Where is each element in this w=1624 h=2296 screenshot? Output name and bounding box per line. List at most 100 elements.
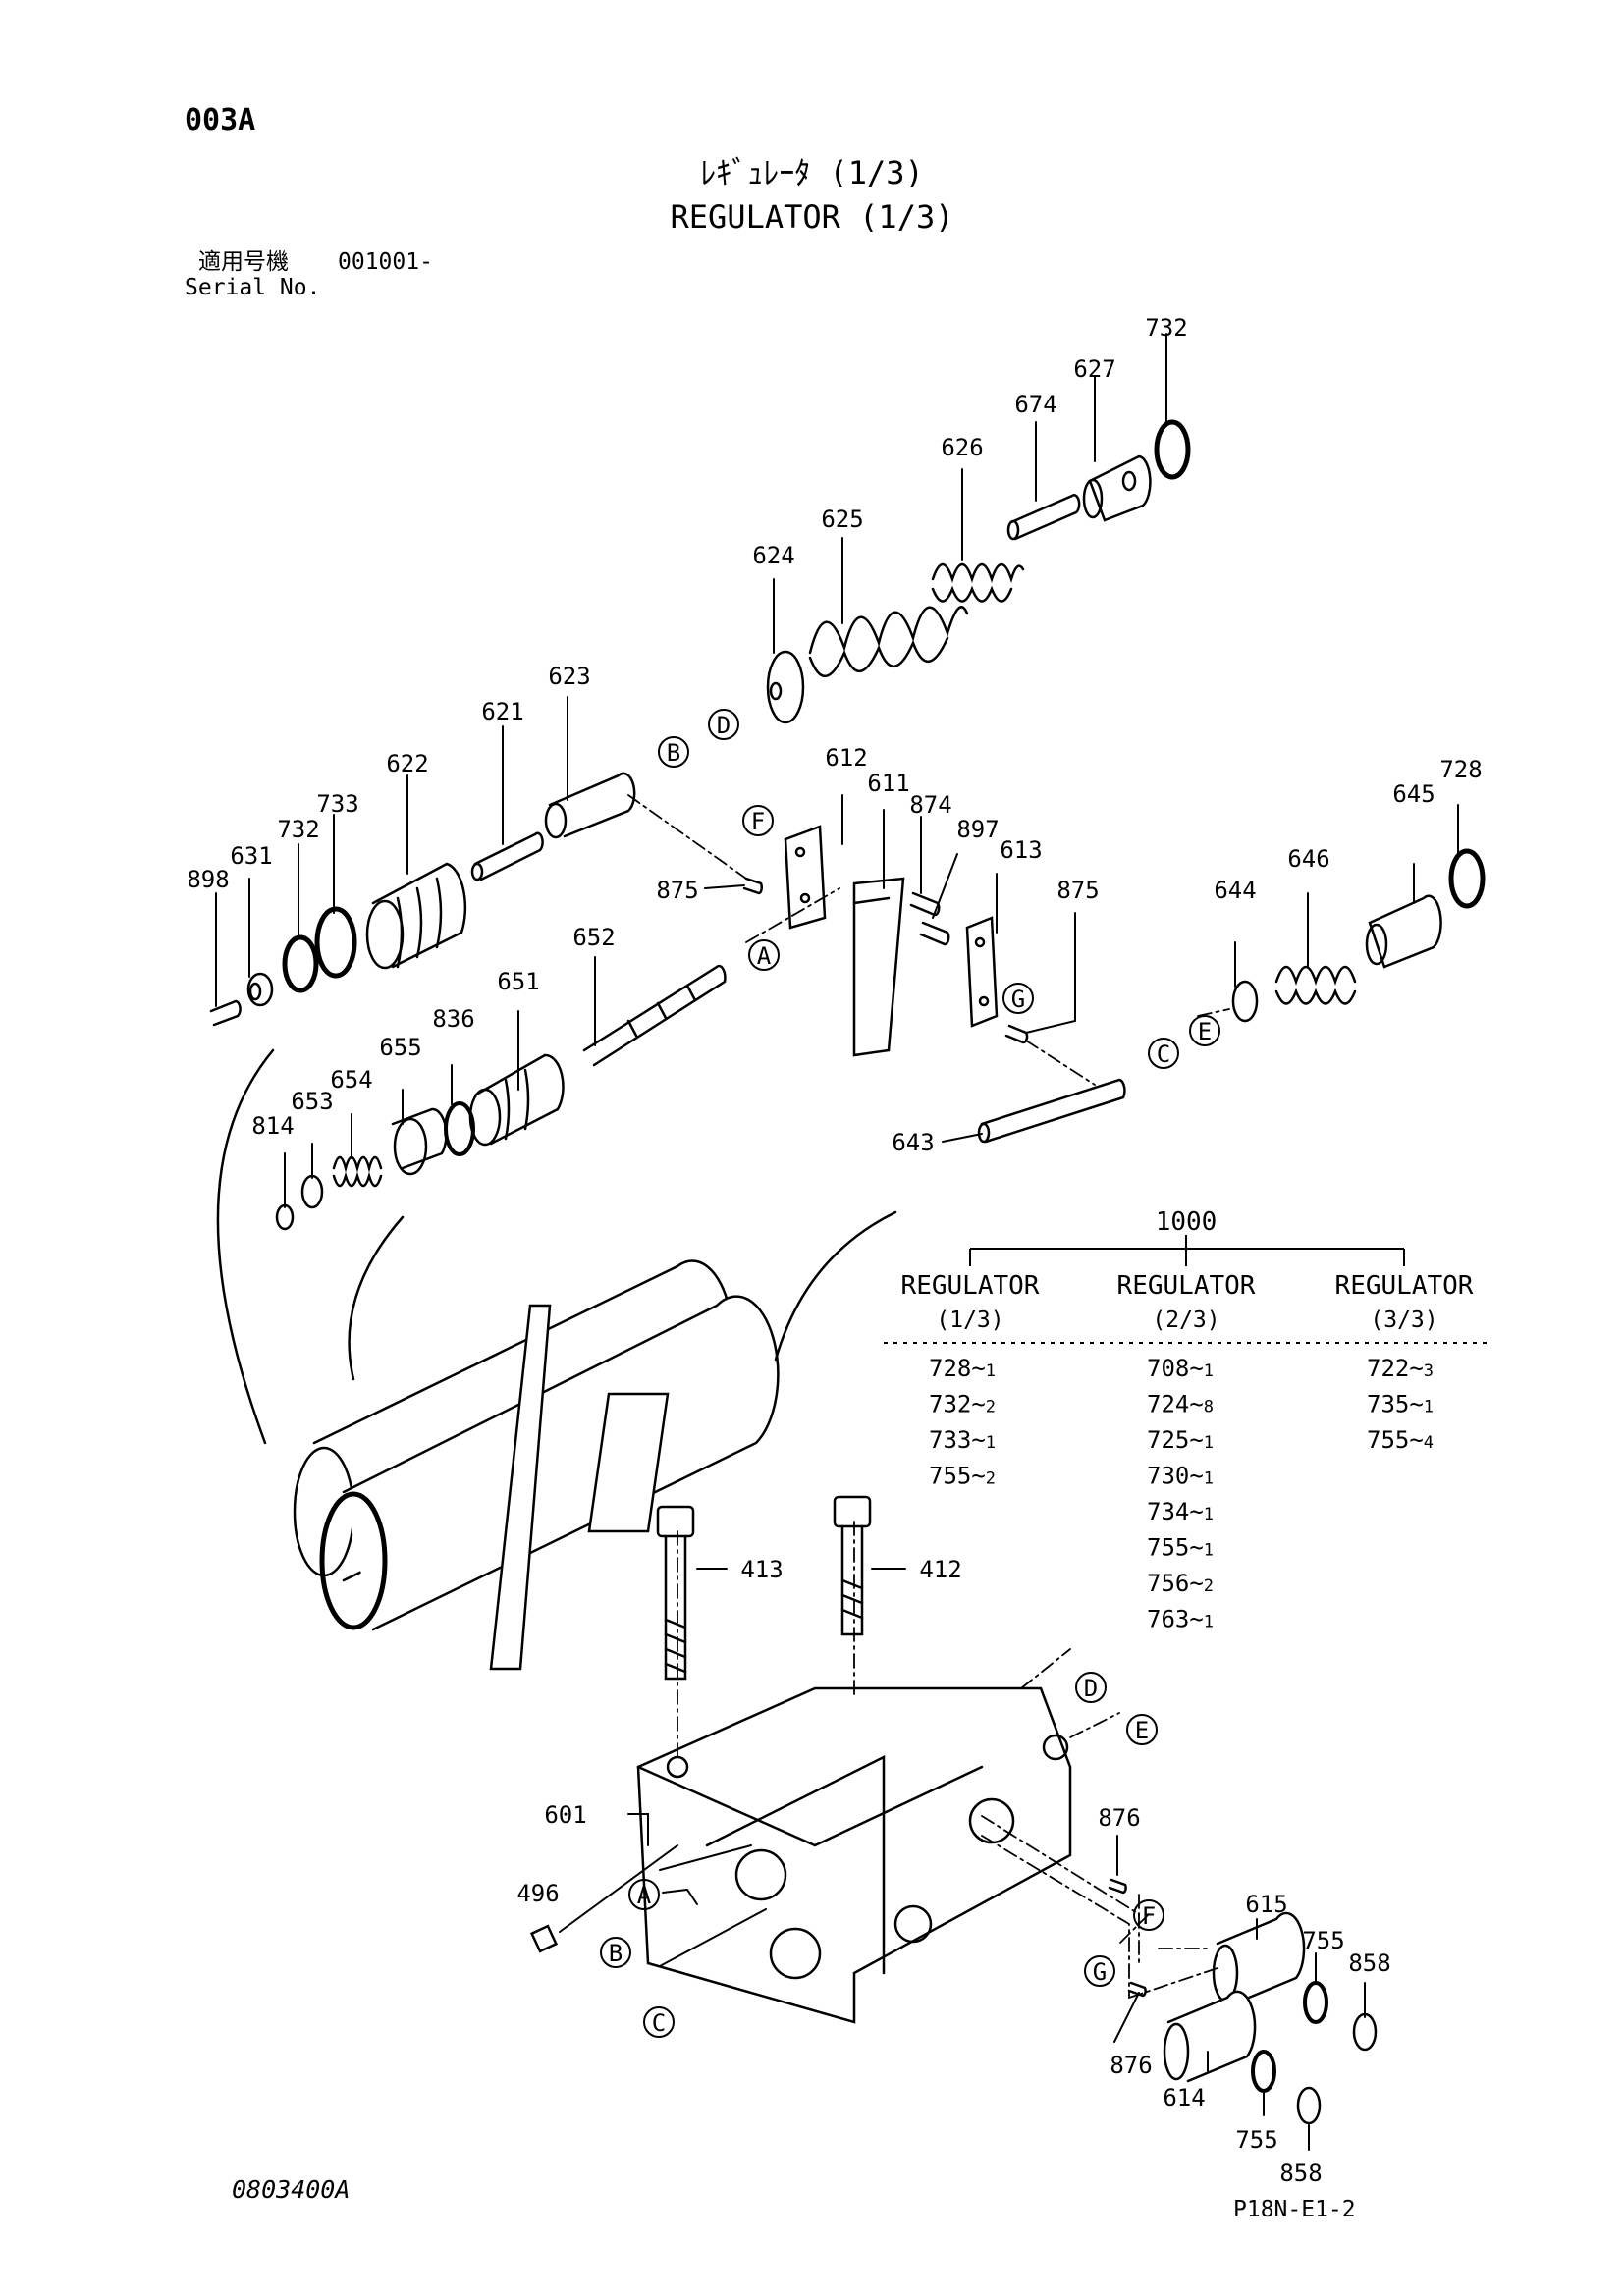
ref-letter-circle: D <box>1075 1672 1107 1703</box>
part-label: 876 <box>1110 2052 1152 2079</box>
kit-item-part: 728~ <box>929 1355 986 1382</box>
ref-letter: C <box>1157 1041 1170 1068</box>
ref-letter: F <box>1142 1902 1156 1930</box>
kit-item-qty: 1 <box>1204 1505 1214 1524</box>
kit-item-part: 725~ <box>1147 1426 1204 1454</box>
page-id: 003A <box>185 103 256 137</box>
part-label: 814 <box>251 1112 294 1140</box>
kit-column-title: REGULATOR <box>1335 1271 1474 1301</box>
kit-item-qty: 3 <box>1424 1362 1434 1381</box>
part-label: 732 <box>277 816 319 843</box>
part-755-oring-lower <box>1251 2050 1276 2093</box>
part-412-bolt <box>833 1495 872 1636</box>
part-label: 413 <box>740 1556 783 1583</box>
part-label: 897 <box>956 816 999 843</box>
part-652-spool <box>582 964 727 1067</box>
part-label: 614 <box>1163 2084 1205 2111</box>
kit-item: 733~1 <box>929 1426 996 1454</box>
part-label: 625 <box>821 506 863 533</box>
part-755-oring <box>1303 1981 1328 2024</box>
kit-item-part: 733~ <box>929 1426 986 1454</box>
ref-letter-circle: G <box>1084 1955 1115 1987</box>
drawing-code: 0803400A <box>232 2175 351 2204</box>
ref-letter: C <box>652 2009 666 2037</box>
part-646-spring <box>1274 965 1357 1005</box>
kit-column-sub: (2/3) <box>1152 1308 1219 1333</box>
kit-item-qty: 1 <box>986 1433 996 1453</box>
part-876-pin <box>1108 1878 1127 1895</box>
body-ref-leaders <box>659 1844 767 1967</box>
part-labels: 732 627 674 626 625 624 623 621 622 733 … <box>187 314 1482 2187</box>
ref-letter-circle: B <box>600 1937 631 1968</box>
kit-item-qty: 1 <box>1424 1398 1434 1417</box>
kit-item-part: 732~ <box>929 1391 986 1418</box>
part-631-collar <box>246 972 274 1007</box>
part-622-sleeve <box>365 862 467 970</box>
part-label: 612 <box>825 744 867 772</box>
part-615-plug <box>1212 1911 1306 2004</box>
kit-item: 755~1 <box>1147 1534 1214 1562</box>
ref-letter-circle: E <box>1189 1015 1220 1046</box>
kit-item-qty: 2 <box>986 1398 996 1417</box>
kit-item-qty: 1 <box>1204 1433 1214 1453</box>
kit-item-part: 755~ <box>929 1463 986 1490</box>
ref-letter: G <box>1011 986 1025 1013</box>
ref-letter-circle: E <box>1126 1714 1158 1745</box>
part-label: 728 <box>1439 756 1482 783</box>
kit-item: 763~1 <box>1147 1606 1214 1633</box>
kit-item-qty: 8 <box>1204 1398 1214 1417</box>
kit-item: 732~2 <box>929 1391 996 1418</box>
part-label: 601 <box>544 1801 586 1829</box>
kit-item-part: 722~ <box>1367 1355 1424 1382</box>
part-label: 651 <box>497 968 539 995</box>
part-654-spring <box>332 1155 383 1188</box>
part-label: 623 <box>548 663 590 690</box>
ref-letter: B <box>609 1940 623 1967</box>
kit-column-title: REGULATOR <box>901 1271 1040 1301</box>
part-858-snap-ring-lower <box>1296 2086 1322 2125</box>
title-english: REGULATOR (1/3) <box>670 198 954 236</box>
part-label: 875 <box>656 877 698 904</box>
part-733-oring <box>314 906 357 979</box>
kit-item-part: 724~ <box>1147 1391 1204 1418</box>
kit-item: 735~1 <box>1367 1391 1434 1418</box>
part-label: 611 <box>867 770 909 797</box>
part-612-lever <box>784 825 827 930</box>
kit-item: 724~8 <box>1147 1391 1214 1418</box>
kit-item-qty: 1 <box>1204 1613 1214 1632</box>
part-413-bolt <box>656 1505 695 1681</box>
ref-letter-circle: D <box>708 709 739 740</box>
kit-table: 1000 REGULATOR (1/3) REGULATOR (2/3) REG… <box>901 1207 1474 1633</box>
kit-item-qty: 1 <box>986 1362 996 1381</box>
part-626-spring <box>931 562 1025 603</box>
kit-item: 734~1 <box>1147 1498 1214 1525</box>
part-label: 631 <box>230 842 272 870</box>
ref-letter: E <box>1198 1018 1212 1045</box>
part-label: 874 <box>909 791 951 819</box>
ref-letter-circle: G <box>1002 983 1034 1014</box>
part-label: 644 <box>1214 877 1256 904</box>
part-label: 624 <box>752 542 794 569</box>
kit-item-qty: 1 <box>1204 1469 1214 1489</box>
part-label: 622 <box>386 750 428 777</box>
kit-item-part: 755~ <box>1147 1534 1204 1562</box>
ref-letter: D <box>1084 1675 1098 1702</box>
part-label: 645 <box>1392 780 1435 808</box>
part-label: 652 <box>572 924 615 951</box>
part-label: 875 <box>1056 877 1099 904</box>
serial-label-english: Serial No. <box>185 275 321 300</box>
part-645-plug <box>1365 894 1442 969</box>
ref-letter: A <box>637 1882 652 1909</box>
kit-item: 725~1 <box>1147 1426 1214 1454</box>
part-814-snap-ring <box>275 1203 295 1231</box>
part-label: 755 <box>1235 2126 1277 2154</box>
part-label: 858 <box>1348 1949 1390 1977</box>
part-653-seat <box>300 1174 324 1209</box>
part-label: 674 <box>1014 391 1056 418</box>
part-836-snap-ring <box>444 1101 475 1156</box>
ref-letter: F <box>751 808 765 835</box>
part-label: 655 <box>379 1034 421 1061</box>
part-732-oring-top <box>1154 419 1191 480</box>
ref-letter-circle: F <box>742 805 774 836</box>
kit-item-part: 756~ <box>1147 1570 1204 1597</box>
